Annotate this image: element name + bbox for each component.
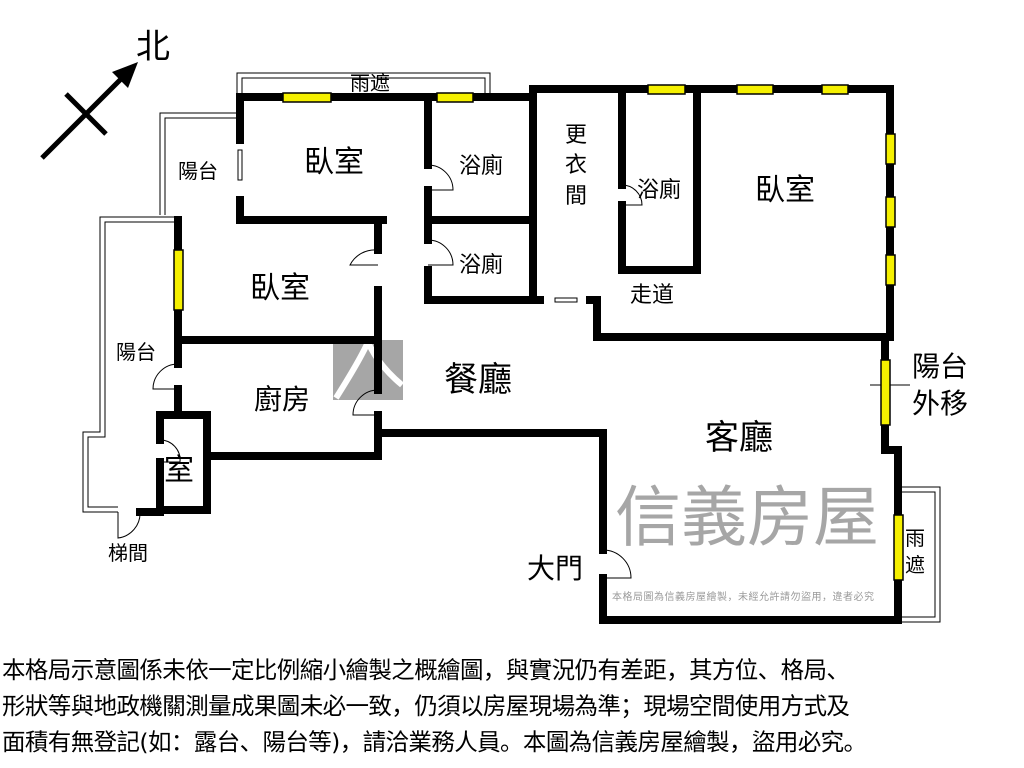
label-bath-1: 浴廁 bbox=[459, 154, 503, 179]
window bbox=[893, 514, 904, 581]
window bbox=[647, 84, 686, 95]
label-balcony-left: 陽台 bbox=[116, 340, 156, 364]
label-closet-3: 間 bbox=[565, 184, 587, 209]
disclaimer-line: 本格局示意圖係未依一定比例縮小繪製之概繪圖，與實況仍有差距，其方位、格局、 bbox=[2, 656, 850, 684]
north-label: 北 bbox=[136, 27, 170, 67]
window bbox=[821, 84, 849, 95]
window bbox=[436, 92, 474, 103]
window bbox=[282, 92, 332, 103]
label-balcony-top: 陽台 bbox=[178, 159, 218, 183]
floor-plan: 信義房屋 本格局圖為信義房屋繪製，未經允許請勿盜用，違者必究 北 bbox=[40, 27, 968, 624]
balcony-outlines bbox=[82, 72, 941, 623]
window bbox=[173, 249, 184, 311]
label-bath-2: 浴廁 bbox=[459, 253, 503, 278]
watermark-brand: 信義房屋 bbox=[615, 479, 879, 556]
label-canopy-top: 雨遮 bbox=[350, 71, 390, 95]
label-corridor: 走道 bbox=[630, 283, 674, 308]
window bbox=[885, 254, 896, 286]
label-closet-1: 更 bbox=[565, 123, 587, 148]
label-kitchen: 廚房 bbox=[254, 383, 310, 416]
watermark: 信義房屋 本格局圖為信義房屋繪製，未經允許請勿盜用，違者必究 bbox=[333, 334, 879, 603]
label-stairwell: 梯間 bbox=[108, 541, 148, 565]
disclaimer: 本格局示意圖係未依一定比例縮小繪製之概繪圖，與實況仍有差距，其方位、格局、 形狀… bbox=[2, 652, 1024, 760]
label-main-door: 大門 bbox=[527, 552, 583, 585]
disclaimer-line: 形狀等與地政機關測量成果圖未必一致，仍須以房屋現場為準；現場空間使用方式及 bbox=[2, 692, 850, 720]
label-small-room: 室 bbox=[164, 453, 194, 488]
label-balcony-moved-2: 外移 bbox=[912, 387, 968, 420]
window bbox=[880, 359, 891, 426]
disclaimer-line: 面積有無登記(如：露台、陽台等)，請洽業務人員。本圖為信義房屋繪製，盜用必究。 bbox=[2, 728, 867, 756]
label-dining: 餐廳 bbox=[444, 360, 512, 400]
walls bbox=[136, 85, 902, 624]
label-canopy-right-2: 遮 bbox=[905, 553, 925, 577]
label-balcony-moved-1: 陽台 bbox=[912, 350, 968, 383]
label-living: 客廳 bbox=[705, 418, 773, 458]
window bbox=[736, 84, 774, 95]
label-closet-2: 衣 bbox=[565, 153, 587, 178]
door-swings bbox=[117, 164, 643, 579]
label-bedroom-master: 臥室 bbox=[755, 173, 815, 208]
compass-arrow-icon bbox=[40, 62, 138, 160]
label-bedroom-left: 臥室 bbox=[250, 271, 310, 306]
room-labels: 臥室 臥室 臥室 浴廁 浴廁 浴廁 更 衣 間 走道 餐廳 客廳 廚房 室 陽台… bbox=[108, 71, 968, 585]
window bbox=[885, 196, 896, 228]
window bbox=[885, 133, 896, 165]
watermark-notice: 本格局圖為信義房屋繪製，未經允許請勿盜用，違者必究 bbox=[612, 590, 875, 603]
label-canopy-right-1: 雨 bbox=[905, 526, 925, 550]
label-bath-master: 浴廁 bbox=[637, 178, 681, 203]
label-bedroom-top: 臥室 bbox=[304, 145, 364, 180]
watermark-logo-icon bbox=[333, 340, 403, 400]
windows bbox=[173, 84, 904, 581]
